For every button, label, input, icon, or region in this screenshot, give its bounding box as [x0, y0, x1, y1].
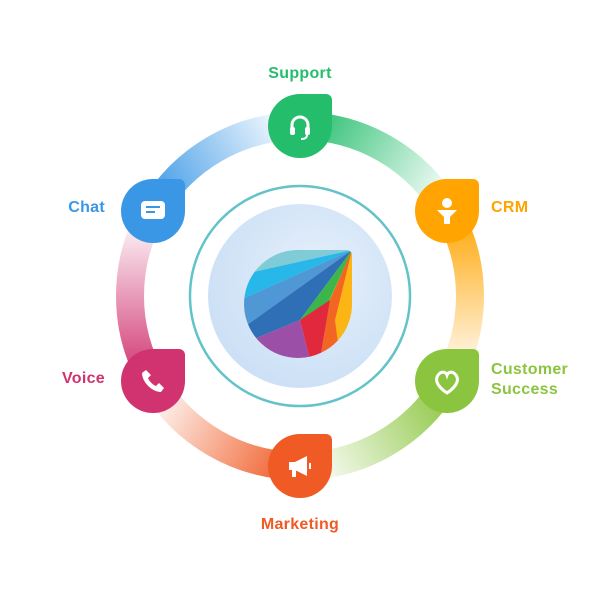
- headset-icon: [290, 115, 310, 140]
- phone-icon: [141, 370, 164, 392]
- node-marketing[interactable]: [268, 434, 332, 498]
- chat-bubble-icon: [140, 201, 165, 219]
- label-voice: Voice: [62, 370, 105, 387]
- label-marketing: Marketing: [260, 516, 340, 533]
- label-customer-success: Customer Success: [491, 361, 569, 398]
- node-customer-success[interactable]: [415, 349, 480, 413]
- label-chat: Chat: [68, 199, 105, 216]
- node-support[interactable]: [268, 94, 332, 158]
- label-crm: CRM: [491, 199, 529, 216]
- label-support: Support: [268, 65, 332, 82]
- node-chat[interactable]: [120, 179, 185, 243]
- funnel-user-icon: [437, 198, 458, 224]
- node-crm[interactable]: [415, 179, 480, 243]
- node-voice[interactable]: [120, 349, 185, 413]
- heart-icon: [435, 370, 460, 395]
- freshworks-logo: [244, 250, 353, 358]
- megaphone-icon: [289, 456, 311, 477]
